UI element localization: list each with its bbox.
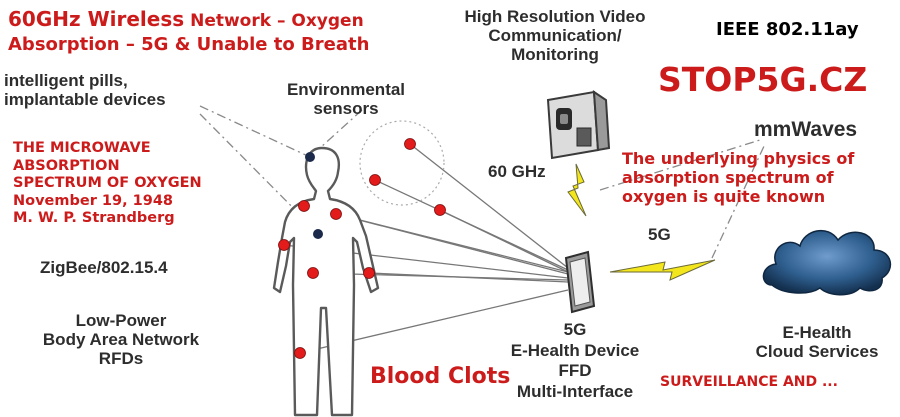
environment-zone — [359, 120, 445, 206]
citation-line1: THE MICROWAVE — [13, 140, 151, 156]
ban-line2: Body Area Network — [42, 330, 200, 350]
implant-label-line1: intelligent pills, — [4, 71, 128, 90]
sensor-chest-left — [298, 200, 310, 212]
device-line1: 5G — [563, 320, 587, 339]
strandberg-citation: THE MICROWAVE ABSORPTION SPECTRUM OF OXY… — [13, 140, 202, 228]
headline-line1: 60GHz Wireless Network – Oxygen — [8, 8, 364, 31]
video-label-line3: Monitoring — [511, 45, 599, 65]
implant-dot-head — [305, 152, 315, 162]
ban-line3: RFDs — [98, 349, 144, 369]
environmental-sensors-label: Environmental sensors — [258, 80, 434, 118]
blood-clots-label: Blood Clots — [370, 364, 511, 389]
physics-line2: absorption spectrum of — [622, 168, 834, 188]
zigbee-label: ZigBee/802.15.4 — [40, 258, 168, 277]
device-line4: Multi-Interface — [516, 382, 634, 402]
sensor-leg — [294, 347, 306, 359]
video-label-line1: High Resolution Video — [464, 7, 646, 26]
citation-line3: SPECTRUM OF OXYGEN — [13, 175, 202, 192]
cloud-icon — [762, 229, 892, 296]
sensor-chest-right — [330, 208, 342, 220]
device-line3: FFD — [558, 361, 592, 381]
cloud-services-label: E-Health Cloud Services — [724, 323, 900, 361]
sensor-wrist-right — [363, 267, 375, 279]
frequency-60ghz-label: 60 GHz — [488, 162, 546, 181]
link-5g-label: 5G — [648, 225, 671, 244]
video-camera-icon — [546, 90, 611, 160]
mmwaves-label: mmWaves — [754, 118, 858, 141]
citation-line4: November 19, 1948 — [13, 192, 173, 209]
ieee-standard-label: IEEE 802.11ay — [716, 19, 859, 40]
body-area-network-label: Low-Power Body Area Network RFDs — [14, 311, 228, 368]
brand-logo-text: STOP5G.CZ — [658, 60, 868, 99]
body-sensors — [278, 200, 375, 359]
citation-line5: M. W. P. Strandberg — [13, 210, 175, 227]
lightning-vertical-icon — [567, 163, 587, 217]
implant-label-line2: implantable devices — [4, 90, 166, 110]
cloud-line1: E-Health — [782, 323, 852, 342]
env-label-line2: sensors — [313, 99, 379, 119]
ehealth-device-label: 5G E-Health Device FFD Multi-Interface — [470, 320, 680, 403]
physics-line3: oxygen is quite known — [622, 187, 826, 207]
headline-rest: Network – Oxygen — [184, 11, 364, 31]
human-body — [272, 146, 380, 417]
headline-strong: 60GHz Wireless — [8, 7, 185, 31]
cloud-line2: Cloud Services — [755, 342, 879, 362]
surveillance-label: SURVEILLANCE AND ... — [660, 374, 838, 390]
environment-sensors — [369, 138, 446, 216]
lightning-horizontal-icon — [609, 259, 716, 281]
video-label: High Resolution Video Communication/ Mon… — [452, 7, 658, 64]
ehealth-device-icon — [564, 250, 596, 314]
implant-dot-torso — [313, 229, 323, 239]
physics-note: The underlying physics of absorption spe… — [622, 149, 854, 207]
ban-line1: Low-Power — [75, 311, 167, 330]
sensor-hip — [307, 267, 319, 279]
sensor-arm-left — [278, 239, 290, 251]
physics-line1: The underlying physics of — [622, 149, 855, 168]
device-line2: E-Health Device — [510, 340, 640, 360]
headline-line2: Absorption – 5G & Unable to Breath — [8, 34, 370, 55]
env-label-line1: Environmental — [286, 80, 406, 99]
citation-line2: ABSORPTION — [13, 157, 120, 174]
implant-label: intelligent pills, implantable devices — [4, 71, 166, 109]
video-label-line2: Communication/ — [488, 26, 622, 46]
